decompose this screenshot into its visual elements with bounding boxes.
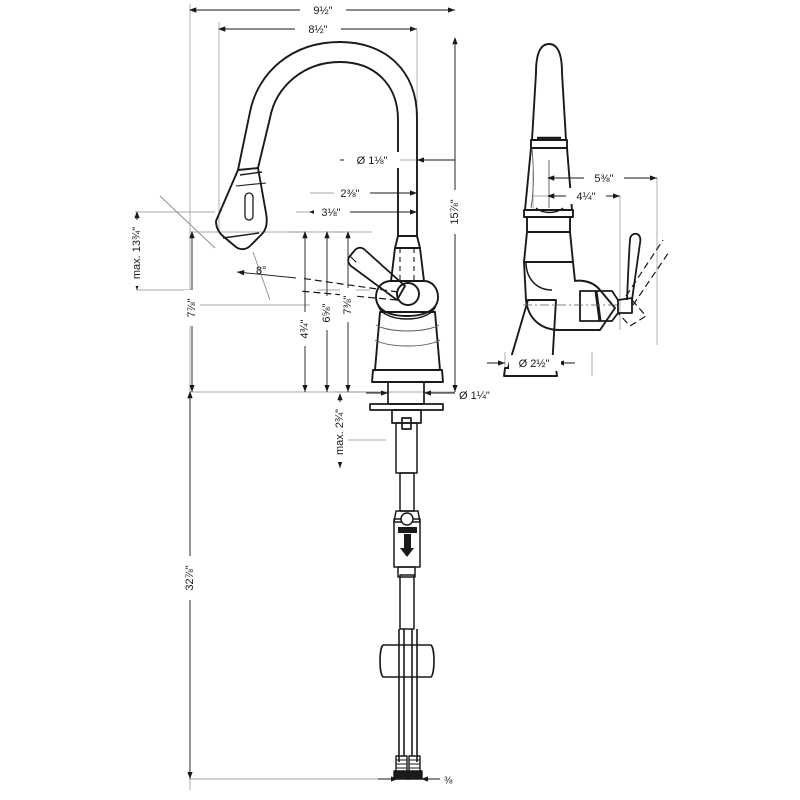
dim-handle-height-mid: 6⅝" [321,303,333,322]
dim-spout-diameter: Ø 1⅛" [357,155,388,167]
dim-handle-height-low: 4¾" [299,319,311,338]
dim-max-spray-drop: max. 13¾" [131,227,143,279]
hose-supply-assembly [393,422,421,630]
dim-overall-height: 15⅞" [449,199,461,224]
dim-base-diameter: Ø 2½" [519,358,550,370]
supply-connectors [393,755,423,780]
dim-supply-spacing: ⅜ [444,776,453,787]
deck-mount-shank [369,381,444,430]
side-handle-swing-phantom [617,239,670,327]
dim-handle-height-high: 7⅜" [342,295,354,314]
dim-shank-diameter: Ø 1¼" [459,390,490,402]
dim-overall-reach: 9½" [313,5,332,17]
dim-spray-head-height: 7⅞" [186,298,198,317]
extension-lines [135,4,658,790]
pull-down-spray-head [215,167,268,251]
dim-handle-at-rest: 4¼" [576,191,595,203]
faucet-handle-pivot [396,282,420,306]
dim-max-deck-thickness: max. 2¾" [334,409,346,455]
spray-mode-toggle-button [244,192,254,221]
dim-handle-clearance-rear: 2⅜" [340,188,359,200]
faucet-side-handle [579,232,642,322]
dimension-spray-angle [159,195,297,301]
hidden-cartridge-lines [399,248,415,281]
dim-spout-reach: 8½" [308,24,327,36]
dimension-labels: 9½" 8½" Ø 1⅛" 2⅜" 3⅛" 15⅞" max. 13¾" 7⅞"… [129,2,624,787]
faucet-front-body [371,235,444,383]
hose-counterweight [379,644,435,678]
dim-total-length: 32⅞" [184,565,196,590]
side-body-inner-curve [525,261,553,291]
supply-hoses [398,629,418,762]
dim-handle-swing-out: 5⅜" [594,173,613,185]
faucet-front-spout [237,41,418,237]
dim-spray-angle: 8° [256,265,267,277]
dim-handle-clearance-front: 3⅛" [321,207,340,219]
